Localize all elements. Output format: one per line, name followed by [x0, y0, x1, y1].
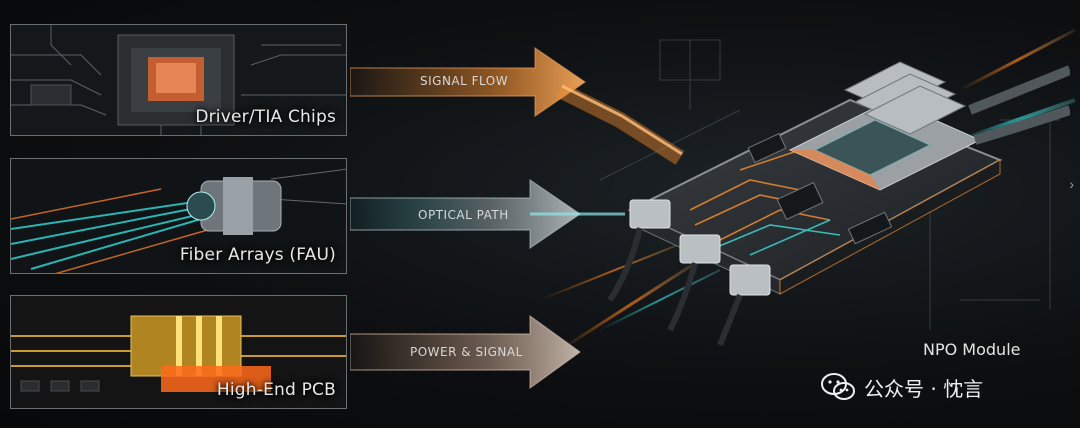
- watermark: 公众号 · 忱言: [820, 372, 983, 402]
- panel-label: Driver/TIA Chips: [195, 107, 336, 127]
- signal-flow-label: SIGNAL FLOW: [420, 74, 509, 88]
- panel-high-end-pcb: High-End PCB: [10, 295, 347, 409]
- power-signal-arrow: [350, 314, 582, 390]
- chip-illustration: [11, 25, 346, 135]
- panel-fiber-arrays: Fiber Arrays (FAU): [10, 158, 347, 274]
- signal-flow-arrow: [350, 46, 685, 165]
- panel-driver-tia-chips: Driver/TIA Chips: [10, 24, 347, 136]
- npo-module-illustration: [607, 61, 1070, 347]
- npo-module-label: NPO Module: [923, 340, 1021, 359]
- pcb-illustration: [11, 296, 346, 408]
- power-signal-label: POWER & SIGNAL: [410, 345, 523, 359]
- chevron-right-icon[interactable]: ›: [1069, 176, 1074, 192]
- fiber-illustration: [11, 159, 346, 273]
- optical-path-label: OPTICAL PATH: [418, 208, 509, 222]
- panel-label: Fiber Arrays (FAU): [179, 245, 336, 265]
- wechat-icon: [821, 373, 855, 400]
- panel-label: High-End PCB: [216, 380, 336, 400]
- optical-path-arrow: [350, 178, 625, 250]
- watermark-text: 公众号 · 忱言: [864, 376, 984, 401]
